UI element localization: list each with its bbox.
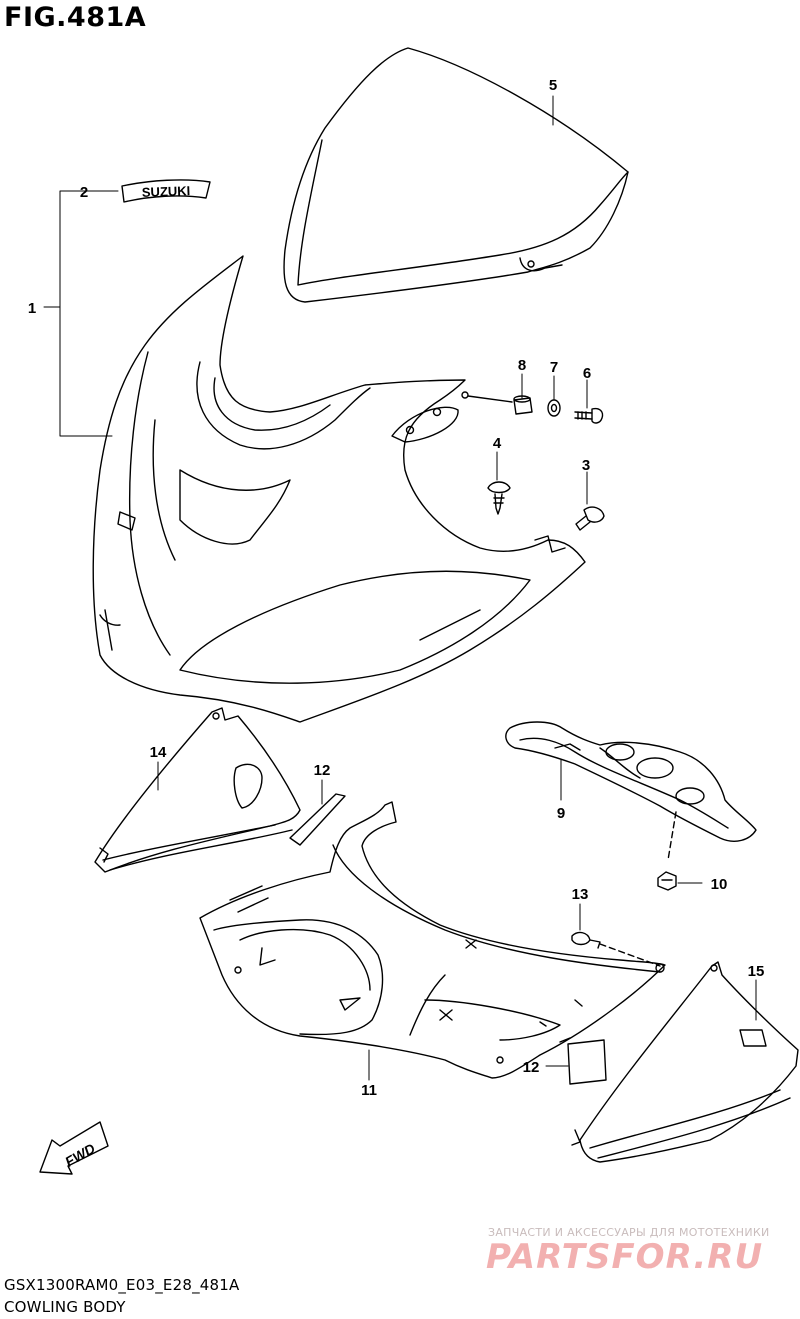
suzuki-emblem xyxy=(121,179,211,203)
callout-12-lower: 12 xyxy=(523,1059,540,1076)
emblem-text: SUZUKI xyxy=(142,183,191,200)
side-panel-15 xyxy=(571,961,799,1163)
watermark-logo: PARTSFOR.RU xyxy=(486,1237,764,1277)
windscreen xyxy=(283,47,629,303)
callout-15: 15 xyxy=(748,963,765,980)
callout-5: 5 xyxy=(549,77,557,94)
diagram-code: GSX1300RAM0_E03_E28_481A xyxy=(4,1276,240,1294)
watermark-subtitle: ЗАПЧАСТИ И АКСЕССУАРЫ ДЛЯ МОТОТЕХНИКИ xyxy=(488,1226,770,1239)
leader-lines xyxy=(43,95,757,1081)
callout-9: 9 xyxy=(557,805,565,822)
tapping-screw-4 xyxy=(487,481,511,515)
figure-title: FIG.481A xyxy=(4,2,147,33)
screw-6 xyxy=(574,407,604,424)
callout-4: 4 xyxy=(493,435,502,452)
callout-14: 14 xyxy=(150,744,167,761)
lower-cowl-11 xyxy=(199,801,666,1079)
callout-1: 1 xyxy=(28,300,36,317)
callout-labels: 1 2 3 4 5 6 7 8 9 10 11 12 13 14 15 12 xyxy=(28,77,765,1099)
callout-11: 11 xyxy=(361,1082,377,1099)
nut-10 xyxy=(657,871,677,891)
callout-7: 7 xyxy=(550,359,558,376)
upper-cowl xyxy=(92,255,586,723)
callout-13: 13 xyxy=(572,886,589,903)
callout-10: 10 xyxy=(711,876,728,893)
grommet-8 xyxy=(467,395,533,415)
callout-3: 3 xyxy=(582,457,590,474)
callout-8: 8 xyxy=(518,357,526,374)
washer-7 xyxy=(547,399,561,417)
fwd-arrow xyxy=(39,1121,109,1175)
callout-6: 6 xyxy=(583,365,591,382)
side-panel-14 xyxy=(94,707,301,873)
fastener-13 xyxy=(571,931,661,967)
inner-duct-9 xyxy=(505,721,757,861)
bolt-3 xyxy=(575,506,605,531)
strip-12-upper xyxy=(289,793,346,846)
diagram-caption: COWLING BODY xyxy=(4,1298,126,1316)
callout-2: 2 xyxy=(80,184,88,201)
pad-12-lower xyxy=(567,1039,607,1085)
callout-12-upper: 12 xyxy=(314,762,331,779)
